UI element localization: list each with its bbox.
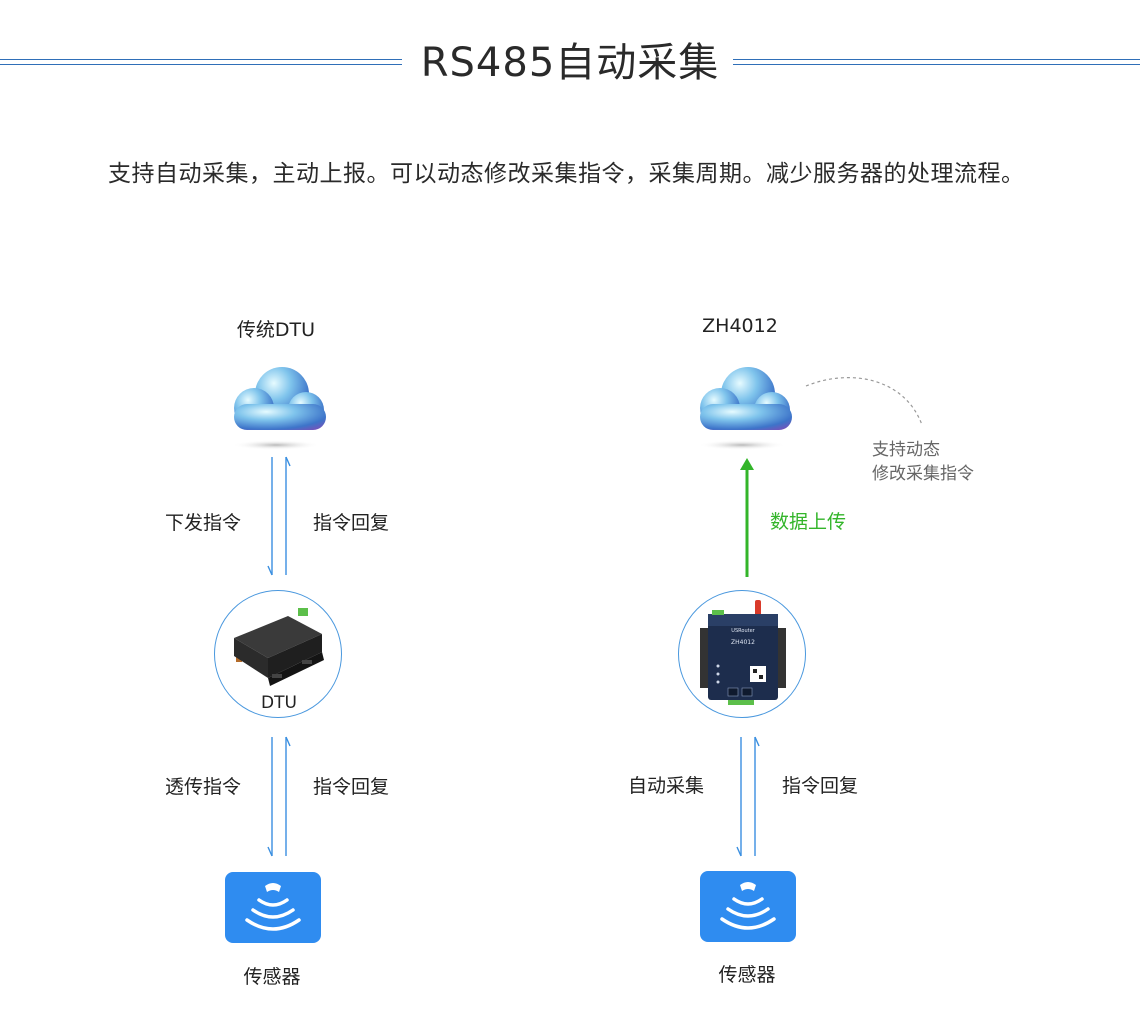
left-arrow-down-1 (267, 457, 273, 576)
zh4012-brand-text: USRouter (731, 628, 755, 634)
title-rule-left (0, 59, 402, 65)
note-dashed-curve (805, 377, 923, 426)
right-title: ZH4012 (702, 315, 778, 337)
sensor-wave-icon (720, 882, 776, 930)
dtu-device-label: DTU (261, 693, 297, 713)
zh4012-device-circle: USRouter ZH4012 (678, 590, 806, 718)
page-title: RS485自动采集 (420, 40, 720, 86)
upload-arrow (740, 458, 754, 577)
right-cloud-icon (698, 367, 792, 450)
right-arrow-down (736, 737, 742, 857)
zh4012-device-icon (700, 600, 786, 705)
left-arrow-up-1 (285, 456, 291, 575)
intro-text: 支持自动采集，主动上报。可以动态修改采集指令，采集周期。减少服务器的处理流程。 (108, 161, 1025, 187)
sensor-wave-icon (245, 883, 301, 931)
right-sensor-label: 传感器 (718, 964, 776, 986)
left-sensor-label: 传感器 (243, 966, 301, 988)
note-line-1: 支持动态 (872, 440, 940, 460)
left-cloud-icon (232, 367, 326, 450)
upload-label: 数据上传 (770, 511, 847, 533)
dtu-device-icon (234, 608, 324, 686)
left-down-label-2: 透传指令 (165, 776, 242, 798)
left-sensor-icon (225, 872, 321, 943)
note-line-2: 修改采集指令 (872, 464, 974, 484)
right-sensor-icon (700, 871, 796, 942)
left-arrow-down-2 (267, 737, 273, 857)
dtu-device-circle: DTU (214, 590, 342, 718)
zh4012-model-text: ZH4012 (731, 639, 755, 646)
right-up-label: 指令回复 (782, 775, 859, 797)
left-down-label-1: 下发指令 (165, 512, 242, 534)
right-down-label: 自动采集 (628, 775, 705, 797)
left-title: 传统DTU (236, 319, 316, 341)
left-up-label-1: 指令回复 (313, 512, 390, 534)
left-arrow-up-2 (285, 736, 291, 856)
right-arrow-up (754, 736, 760, 856)
title-rule-right (733, 59, 1140, 65)
left-up-label-2: 指令回复 (313, 776, 390, 798)
dynamic-note: 支持动态 修改采集指令 (872, 438, 974, 486)
